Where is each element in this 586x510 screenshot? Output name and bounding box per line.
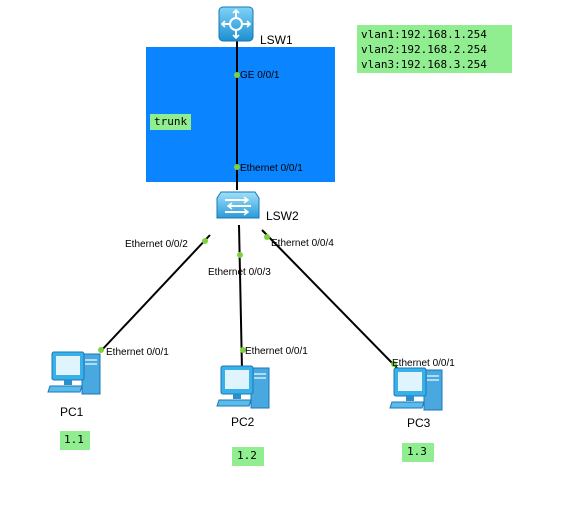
link-lsw2-pc2	[238, 224, 243, 371]
link-lsw2-pc1	[99, 234, 211, 353]
port-label-pc3: Ethernet 0/0/1	[392, 358, 455, 369]
port-dot-lsw2-e3	[237, 252, 243, 258]
port-label-lsw2-uplink: Ethernet 0/0/1	[240, 163, 303, 174]
pc-icon[interactable]	[388, 364, 446, 414]
pc-icon[interactable]	[215, 362, 273, 412]
port-label-lsw1-ge: GE 0/0/1	[240, 70, 280, 81]
port-dot-lsw2-e4	[264, 234, 270, 240]
port-dot-pc3	[391, 361, 397, 367]
vlan-gateway-note: vlan1:192.168.1.254 vlan2:192.168.2.254 …	[357, 25, 512, 73]
port-label-pc1: Ethernet 0/0/1	[106, 347, 169, 358]
pc1-label: PC1	[60, 405, 84, 419]
pc3-label: PC3	[407, 416, 431, 430]
vlan-line: vlan1:192.168.1.254	[361, 28, 487, 41]
port-label-lsw2-e3: Ethernet 0/0/3	[208, 267, 271, 278]
pc2-address-note: 1.2	[232, 447, 264, 466]
lsw1-label: LSW1	[260, 33, 293, 47]
link-lsw2-pc3	[261, 229, 398, 369]
port-label-lsw2-e4: Ethernet 0/0/4	[271, 238, 334, 249]
pc2-label: PC2	[231, 415, 255, 429]
port-label-pc2: Ethernet 0/0/1	[245, 346, 308, 357]
vlan-line: vlan2:192.168.2.254	[361, 43, 487, 56]
port-dot-pc1	[98, 347, 104, 353]
core-switch-icon[interactable]	[217, 5, 255, 43]
pc3-address-note: 1.3	[402, 443, 434, 462]
pc1-address-note: 1.1	[60, 431, 90, 450]
vlan-line: vlan3:192.168.3.254	[361, 58, 487, 71]
port-dot-lsw2-uplink	[234, 164, 240, 170]
port-label-lsw2-e2: Ethernet 0/0/2	[125, 239, 188, 250]
access-switch-icon[interactable]	[215, 188, 261, 224]
trunk-note: trunk	[150, 114, 192, 130]
port-dot-lsw2-e2	[202, 238, 208, 244]
pc-icon[interactable]	[46, 348, 104, 398]
lsw2-label: LSW2	[266, 209, 299, 223]
port-dot-pc2	[240, 347, 246, 353]
port-dot-lsw1-ge	[234, 72, 240, 78]
